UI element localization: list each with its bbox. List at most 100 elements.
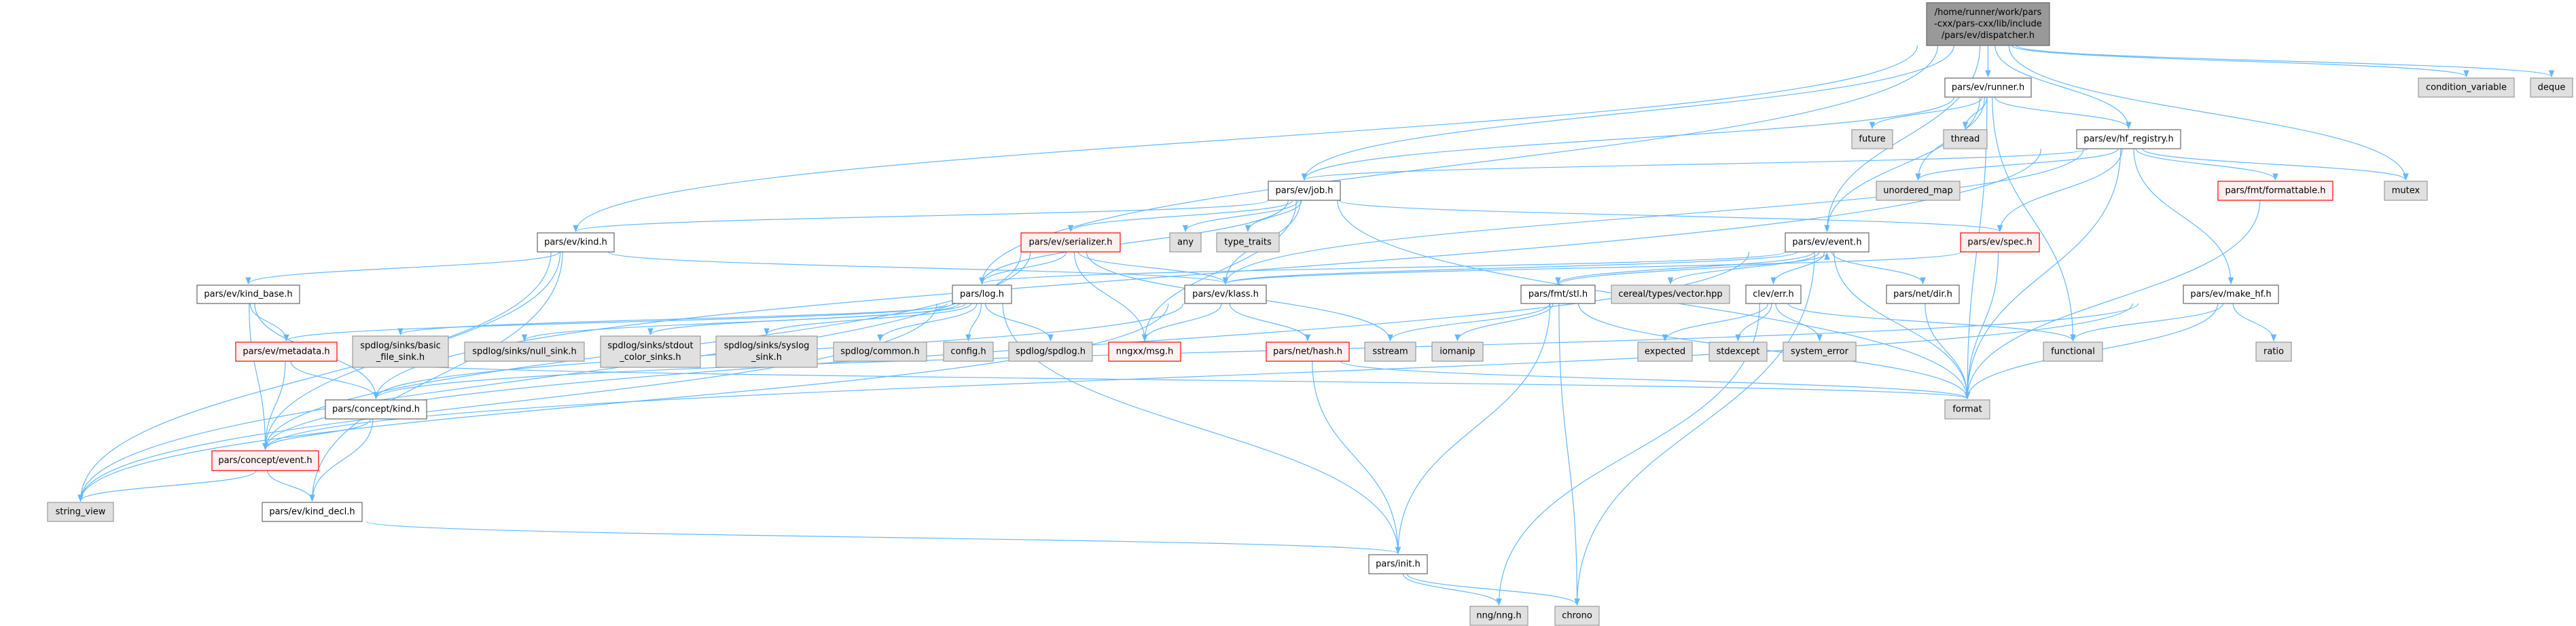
node-log[interactable]: pars/log.h: [952, 284, 1012, 304]
node-label: pars/concept/event.h: [218, 456, 312, 466]
edge-concept_event-to-kind_decl: [267, 470, 315, 502]
node-init[interactable]: pars/init.h: [1368, 554, 1428, 574]
edge-log-to-syslog_sink: [764, 303, 972, 336]
node-box: [1944, 399, 1990, 420]
node-label: nngxx/msg.h: [1116, 347, 1174, 357]
node-functional[interactable]: functional: [2043, 342, 2103, 362]
node-box: [1611, 284, 1730, 304]
node-kind-decl[interactable]: pars/ev/kind_decl.h: [262, 502, 363, 522]
node-iomanip[interactable]: iomanip: [1431, 342, 1484, 362]
node-box: [952, 284, 1012, 304]
node-make-hf[interactable]: pars/ev/make_hf.h: [2183, 284, 2279, 304]
node-chrono[interactable]: chrono: [1554, 606, 1600, 626]
node-nngxx-msg[interactable]: nngxx/msg.h: [1108, 342, 1181, 362]
edge-make_hf-to-functional: [2070, 303, 2223, 342]
node-label: any: [1177, 238, 1194, 248]
node-label: /pars/ev/dispatcher.h: [1942, 31, 2035, 41]
node-box: [2418, 77, 2515, 98]
node-kind-base[interactable]: pars/ev/kind_base.h: [196, 284, 300, 304]
edge-job-to-kind: [573, 200, 1268, 233]
node-fmt-stl[interactable]: pars/fmt/stl.h: [1520, 284, 1596, 304]
node-box: [325, 399, 427, 420]
node-format[interactable]: format: [1944, 399, 1990, 420]
node-sstream[interactable]: sstream: [1364, 342, 1416, 362]
node-box: [1266, 342, 1350, 362]
node-serializer[interactable]: pars/ev/serializer.h: [1020, 232, 1121, 253]
edge-clev_err-to-system_error: [1775, 303, 1823, 342]
node-label: pars/init.h: [1376, 559, 1420, 570]
node-label: clev/err.h: [1753, 289, 1793, 299]
edge-serializer-to-log: [979, 251, 1067, 285]
edge-klass-to-nngxx_msg: [1141, 303, 1222, 342]
node-syslog-sink[interactable]: spdlog/sinks/syslog_sink.h: [715, 335, 818, 368]
node-box: [1783, 342, 1857, 362]
node-label: pars/net/dir.h: [1893, 289, 1952, 299]
node-box: [235, 342, 338, 362]
node-label: stdexcept: [1717, 347, 1760, 357]
node-box: [1745, 284, 1802, 304]
node-formattable[interactable]: pars/fmt/formattable.h: [2217, 181, 2333, 201]
node-cond-var[interactable]: condition_variable: [2418, 77, 2515, 98]
node-spdlog-common[interactable]: spdlog/common.h: [833, 342, 927, 362]
node-label: spdlog/sinks/basic: [360, 341, 441, 351]
node-stdexcept[interactable]: stdexcept: [1709, 342, 1768, 362]
node-deque[interactable]: deque: [2530, 77, 2573, 98]
node-klass[interactable]: pars/ev/klass.h: [1184, 284, 1267, 304]
node-label: pars/ev/kind.h: [544, 238, 607, 248]
node-box: [2530, 77, 2573, 98]
node-string-view[interactable]: string_view: [47, 502, 114, 522]
node-label: pars/ev/runner.h: [1952, 83, 2024, 93]
node-label: pars/concept/kind.h: [332, 405, 420, 415]
node-box: [1554, 606, 1600, 626]
node-label: pars/ev/kind_base.h: [204, 289, 292, 299]
edge-kind_base-to-concept_event: [249, 303, 268, 451]
node-box: [1520, 284, 1596, 304]
edge-log-to-stdout_sinks: [647, 303, 966, 336]
node-kind[interactable]: pars/ev/kind.h: [537, 232, 615, 253]
node-event[interactable]: pars/ev/event.h: [1785, 232, 1870, 253]
node-cereal-vector[interactable]: cereal/types/vector.hpp: [1611, 284, 1730, 304]
edge-kind-to-kind_base: [245, 251, 560, 285]
node-label: pars/net/hash.h: [1273, 347, 1342, 357]
node-null-sink[interactable]: spdlog/sinks/null_sink.h: [464, 342, 585, 362]
node-mutex[interactable]: mutex: [2384, 181, 2428, 201]
edge-job-to-serializer: [1067, 200, 1293, 233]
edge-hf_registry-to-format: [1964, 148, 2122, 400]
node-concept-kind[interactable]: pars/concept/kind.h: [325, 399, 427, 420]
node-expected[interactable]: expected: [1637, 342, 1693, 362]
edge-job-to-any: [1182, 200, 1299, 233]
node-system-error[interactable]: system_error: [1783, 342, 1857, 362]
node-runner[interactable]: pars/ev/runner.h: [1944, 77, 2032, 98]
node-job[interactable]: pars/ev/job.h: [1268, 181, 1341, 201]
node-basic-file-sink[interactable]: spdlog/sinks/basic_file_sink.h: [352, 335, 449, 368]
node-label: pars/ev/klass.h: [1192, 289, 1259, 299]
node-nng[interactable]: nng/nng.h: [1469, 606, 1528, 626]
node-unordered-map[interactable]: unordered_map: [1876, 181, 1961, 201]
edge-metadata-to-format: [370, 361, 1970, 400]
node-type-traits[interactable]: type_traits: [1216, 232, 1280, 253]
edge-dispatcher-to-mutex: [2008, 45, 2409, 181]
node-hf-registry[interactable]: pars/ev/hf_registry.h: [2076, 129, 2181, 149]
node-box: [352, 335, 449, 368]
node-net-dir[interactable]: pars/net/dir.h: [1886, 284, 1960, 304]
node-box: [833, 342, 927, 362]
node-config[interactable]: config.h: [943, 342, 994, 362]
node-stdout-sinks[interactable]: spdlog/sinks/stdout_color_sinks.h: [600, 335, 701, 368]
edge-concept_kind-to-kind_decl: [309, 418, 374, 502]
node-ratio[interactable]: ratio: [2255, 342, 2292, 362]
node-metadata[interactable]: pars/ev/metadata.h: [235, 342, 338, 362]
node-concept-event[interactable]: pars/concept/event.h: [211, 450, 319, 471]
node-spec[interactable]: pars/ev/spec.h: [1960, 232, 2040, 253]
edge-fmt_stl-to-chrono: [1558, 303, 1580, 606]
node-spdlog[interactable]: spdlog/spdlog.h: [1008, 342, 1093, 362]
edge-kind-to-string_view: [77, 251, 552, 502]
node-future[interactable]: future: [1851, 129, 1893, 149]
node-dispatcher[interactable]: /home/runner/work/pars-cxx/pars-cxx/lib/…: [1926, 2, 2050, 46]
node-any[interactable]: any: [1169, 232, 1202, 253]
node-label: spdlog/sinks/stdout: [607, 341, 693, 351]
node-box: [1926, 2, 2050, 46]
node-net-hash[interactable]: pars/net/hash.h: [1266, 342, 1350, 362]
node-thread[interactable]: thread: [1943, 129, 1988, 149]
node-clev-err[interactable]: clev/err.h: [1745, 284, 1802, 304]
edge-runner-to-event: [1824, 96, 1981, 233]
